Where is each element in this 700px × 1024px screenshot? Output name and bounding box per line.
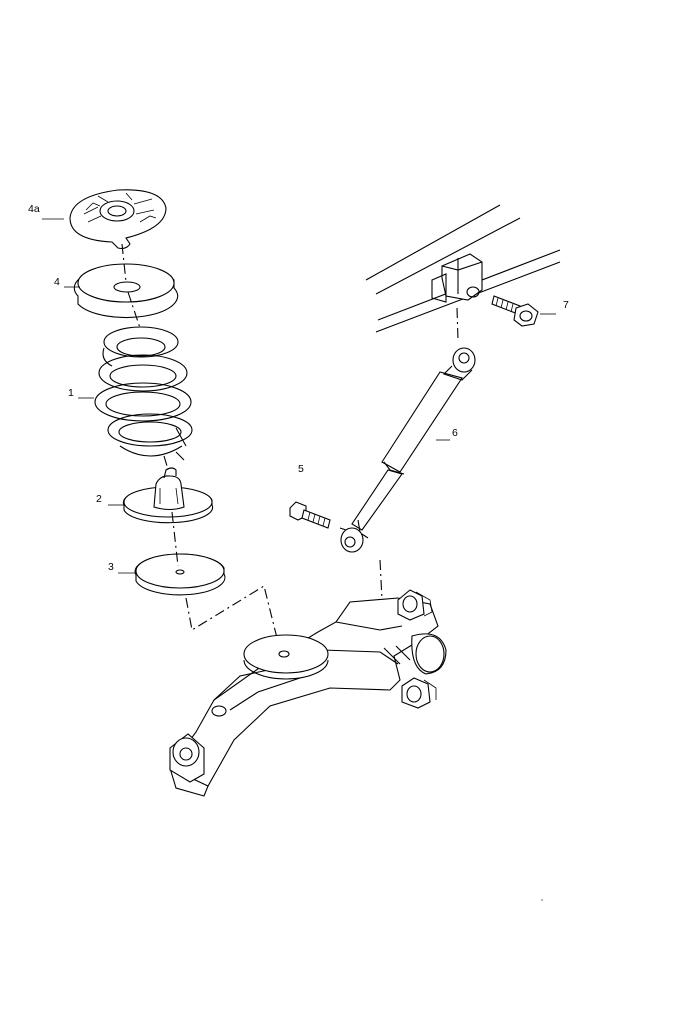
alignment-center-lines	[121, 243, 459, 651]
callout-2: 2	[96, 493, 102, 505]
upper-spring-mount	[69, 189, 167, 250]
callout-labels: 4a 4 1 2 3 5 6 7	[28, 203, 569, 573]
callout-3: 3	[108, 561, 114, 573]
lower-shock-bolt	[289, 501, 331, 529]
callout-4a: 4a	[28, 203, 40, 215]
callout-7: 7	[563, 299, 569, 311]
lower-spring-pad	[134, 553, 226, 596]
spring-insulator-ring	[73, 263, 179, 319]
leader-lines	[42, 218, 556, 574]
shock-absorber	[339, 347, 476, 553]
upper-shock-bolt	[491, 295, 539, 327]
callout-4: 4	[54, 276, 60, 288]
body-frame-rail	[365, 204, 561, 333]
callout-5: 5	[298, 463, 304, 475]
callout-1: 1	[68, 387, 74, 399]
callout-6: 6	[452, 427, 458, 439]
bump-stop-lower-seat	[122, 467, 214, 524]
stray-dot	[541, 899, 543, 901]
coil-spring	[94, 326, 193, 461]
lower-control-arm	[169, 589, 447, 797]
